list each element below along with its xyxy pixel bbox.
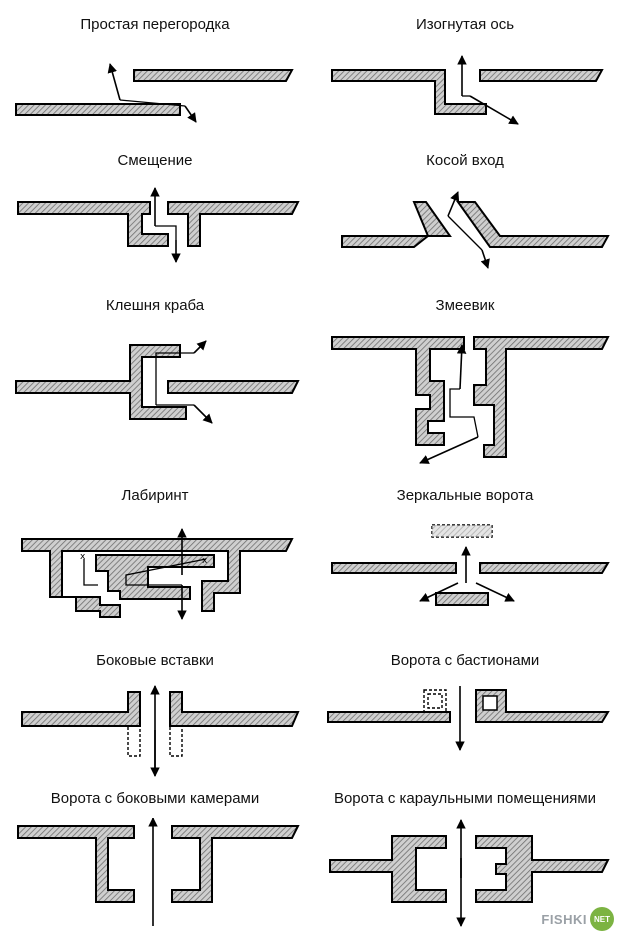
diagram-title: Зеркальные ворота xyxy=(396,487,534,504)
diagram-figure xyxy=(17,187,300,263)
diagram-figure xyxy=(15,340,300,424)
diagram-title: Клешня краба xyxy=(105,297,205,314)
diagram-figure xyxy=(327,686,610,751)
diagram-figure xyxy=(331,336,610,464)
diagram-title: Простая перегородка xyxy=(80,16,230,33)
diagram-figure xyxy=(341,191,610,269)
diagram-title: Ворота с бастионами xyxy=(390,652,540,669)
diagram-figure: x x xyxy=(21,528,294,620)
diagram-title: Лабиринт xyxy=(121,487,189,504)
diagram-figure xyxy=(15,63,294,123)
diagram-title: Боковые вставки xyxy=(96,652,214,669)
diagram-figure xyxy=(331,524,610,606)
diagram-figure xyxy=(17,818,300,926)
diagram-title: Смещение xyxy=(117,152,193,169)
diagram-figure xyxy=(21,685,300,777)
svg-text:x: x xyxy=(80,552,86,562)
logo-badge-icon: NET xyxy=(590,907,614,931)
diagram-figure xyxy=(329,819,610,927)
diagram-title: Ворота с караульными помещениями xyxy=(333,790,597,807)
diagram-title: Изогнутая ось xyxy=(415,16,515,33)
svg-text:x: x xyxy=(202,556,208,566)
diagram-figure xyxy=(331,55,604,125)
logo-wordmark: FISHKI xyxy=(541,911,587,927)
diagram-title: Змеевик xyxy=(435,297,495,314)
fishki-logo: FISHKI NET xyxy=(541,907,614,931)
diagram-title: Косой вход xyxy=(426,152,504,169)
diagram-title: Ворота с боковыми камерами xyxy=(50,790,260,807)
